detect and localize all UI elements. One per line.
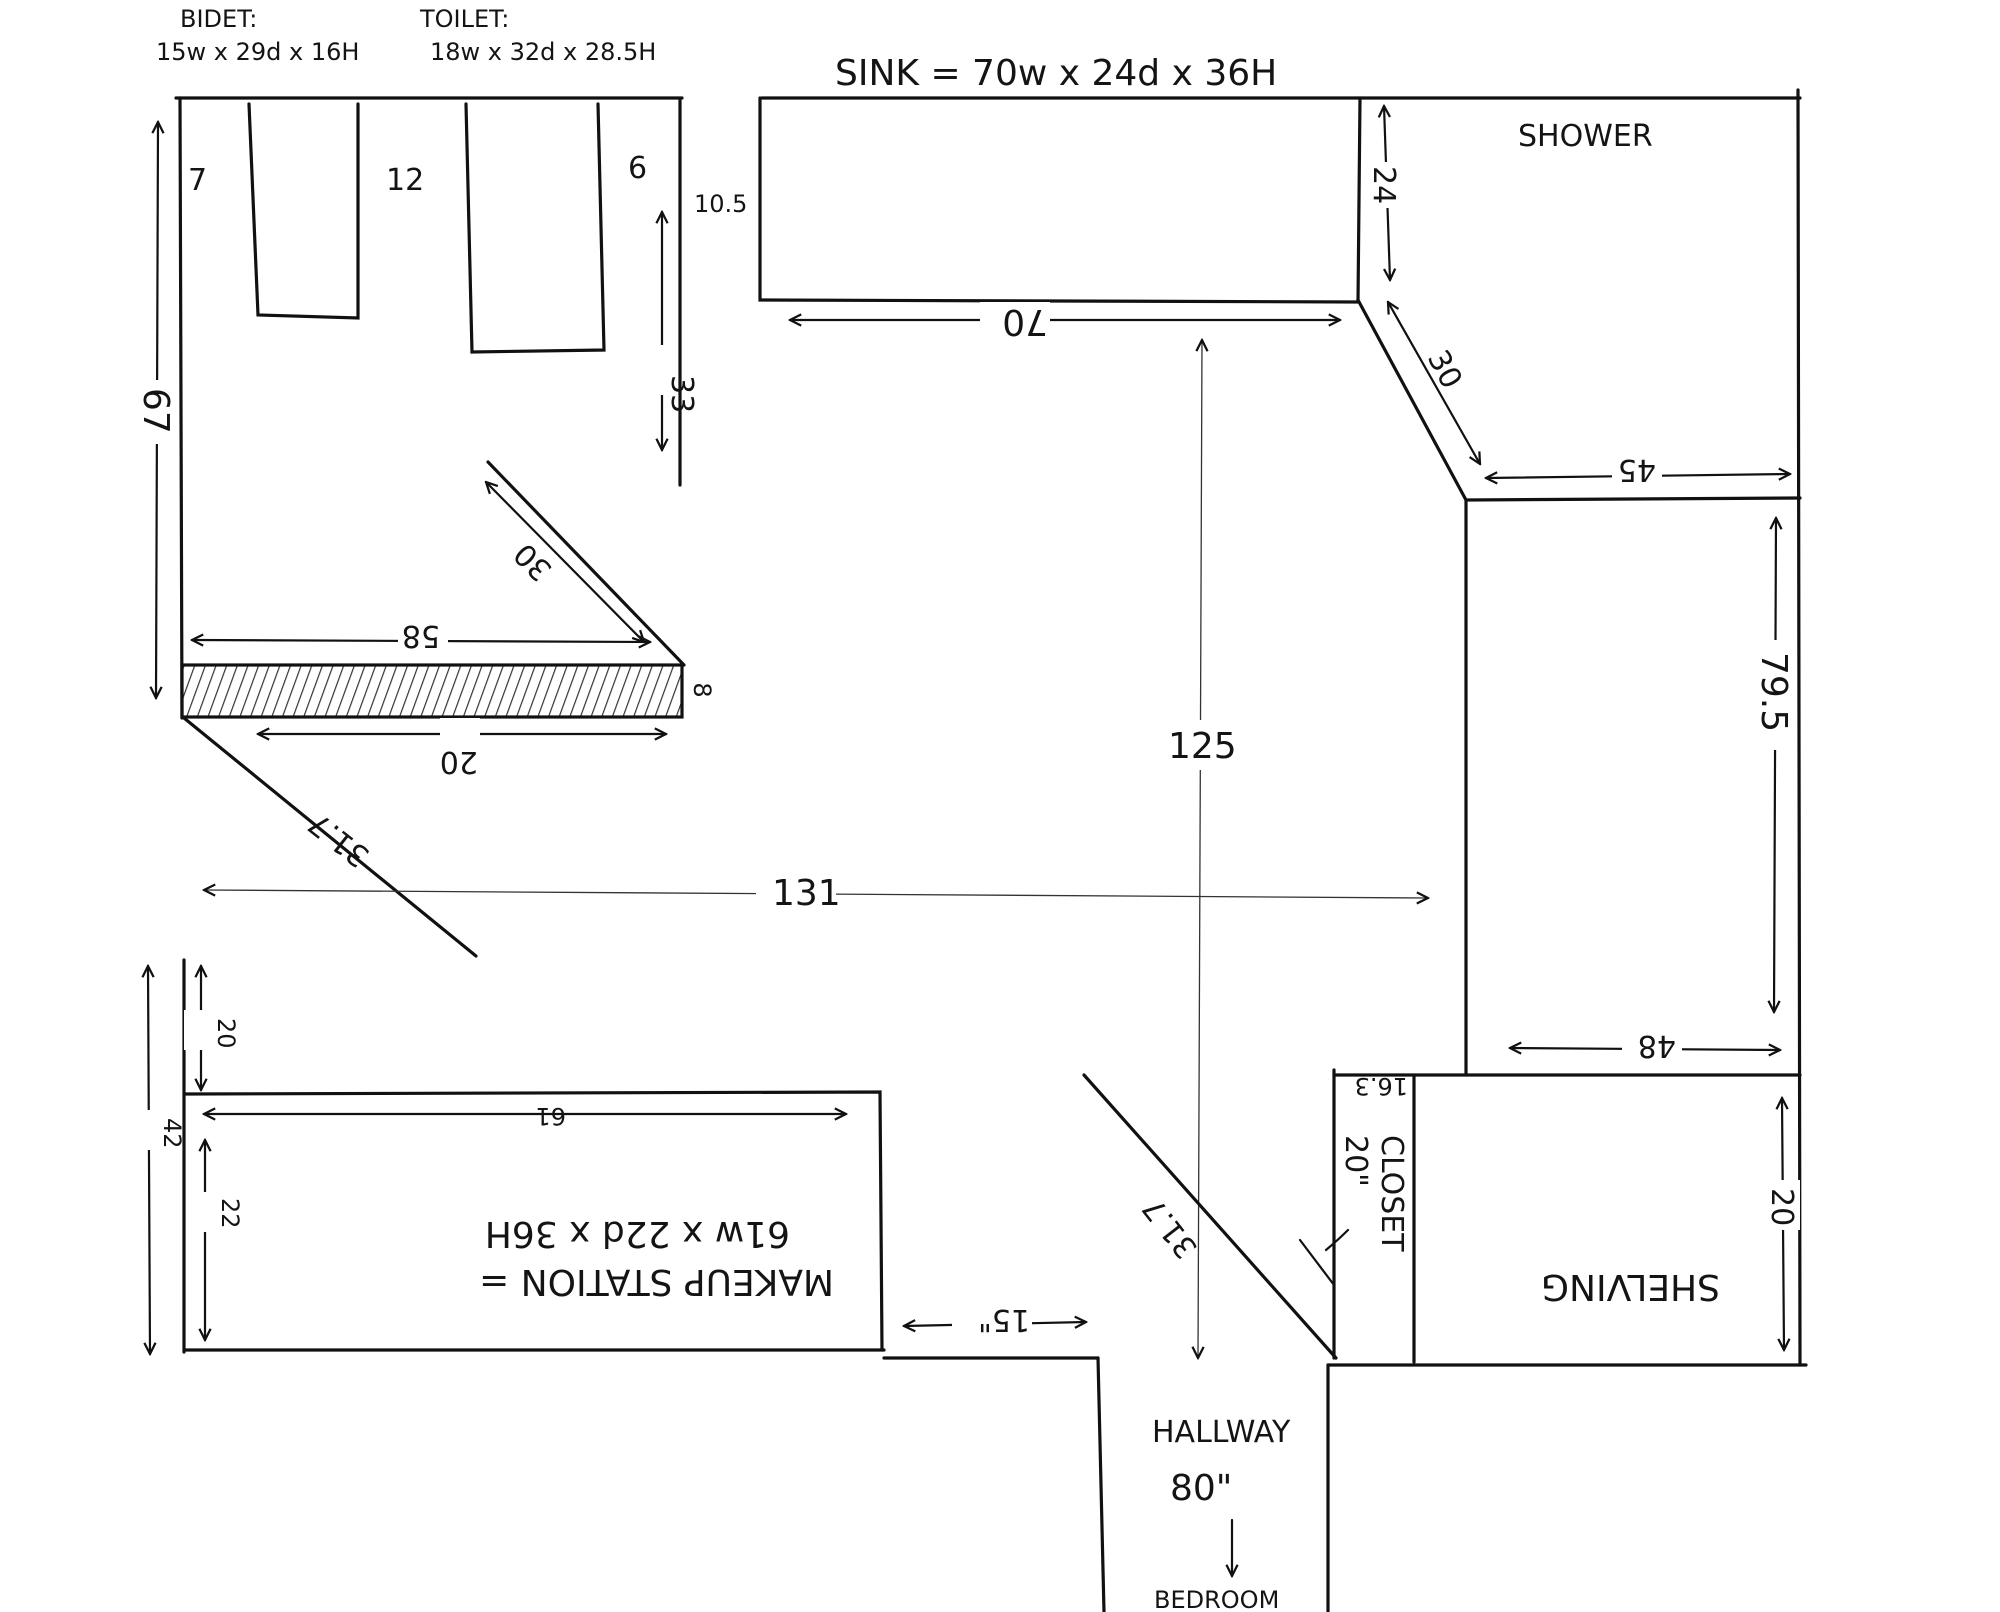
dim-makeup-gap: 20 [212,1018,240,1049]
bench [180,663,684,719]
door-swing-line [1082,1073,1338,1360]
dim-corner-diag-left: 31.7 [302,805,376,874]
dim-room-length: 125 [1168,726,1237,767]
dim-shower-width: 45 [1618,452,1656,487]
closet-width: 20" [1338,1135,1373,1187]
dim-shelving-depth: 20 [1764,1188,1799,1226]
closet-door-swing [1298,1228,1350,1287]
room-length-arrow [1198,340,1202,1358]
bidet-title: BIDET: [180,5,257,33]
dim-wall-stub: 10.5 [694,190,747,218]
dim-sink-depth: 24 [1366,166,1401,204]
makeup-dims: 61w x 22d x 36H [485,1213,790,1254]
shower-diag-arrow [1388,302,1480,464]
hallway-left-wall [1096,1356,1106,1612]
toilet-dims: 18w x 32d x 28.5H [430,38,656,66]
bidet-toilet-area: BIDET: 15w x 29d x 16H TOILET: 18w x 32d… [156,5,747,450]
hallway-width: 80" [1170,1468,1232,1509]
bedroom-label: BEDROOM [1154,1586,1279,1612]
dim-makeup-width: 61 [535,1102,566,1130]
dim-bench-inner: 20 [440,744,478,779]
dim-toilet-right-gap: 6 [628,151,647,186]
dim-sink-width: 70 [1002,301,1048,342]
shower-right-arrow [1774,518,1776,1012]
dim-makeup-depth: 22 [216,1198,244,1229]
dim-bench-length: 58 [402,618,440,653]
dim-left-wall: 67 [135,388,176,434]
dim-bidet-toilet-gap: 12 [386,163,424,198]
sink-area: SINK = 70w x 24d x 36H 70 24 [758,53,1402,342]
shelving-label: SHELVING [1541,1266,1720,1307]
dim-room-width: 131 [772,873,841,914]
dim-bidet-left-gap: 7 [188,163,207,198]
hallway-area: HALLWAY 80" BEDROOM [1152,1415,1291,1612]
diag-wall-dim-arrow [486,482,644,642]
shower-label: SHOWER [1518,119,1653,154]
walls [174,88,1808,1612]
dim-makeup-total: 42 [158,1118,186,1149]
makeup-total-arrow [148,966,150,1354]
hallway-label: HALLWAY [1152,1415,1291,1450]
sink-label: SINK = 70w x 24d x 36H [835,53,1277,94]
left-corner-diagonal [182,716,478,958]
makeup-station-area: 20 61 22 42 MAKEUP STATION = 61w x 22d x… [132,958,884,1354]
dim-door-gap: 15" [978,1302,1030,1337]
closet-label: CLOSET [1374,1135,1409,1252]
dim-shower-bottom: 48 [1638,1028,1676,1063]
shower-diagonal-wall [1356,298,1468,502]
dim-closet-depth: 16.3 [1355,1072,1408,1100]
bidet-shape [247,102,360,320]
makeup-label: MAKEUP STATION = [479,1261,834,1302]
dim-diag-wall-top: 30 [507,536,559,588]
dim-door-diag: 31.7 [1136,1191,1205,1265]
dim-bench-depth: 8 [688,682,716,697]
bidet-dims: 15w x 29d x 16H [156,38,359,66]
sink [758,96,1362,304]
toilet-shape [464,102,606,354]
left-wall-upper [178,96,184,720]
bench-area: 30 58 8 20 [180,460,716,779]
dim-shower-diag: 30 [1420,344,1469,394]
dim-shower-right: 79.5 [1753,652,1794,732]
dim-toilet-depth: 33 [664,375,699,413]
closet-shelving-area: 16.3 CLOSET 20" SHELVING 20 [1298,1068,1802,1364]
toilet-title: TOILET: [419,5,509,33]
right-wall [1796,88,1802,1367]
makeup-station [184,1090,884,1352]
shower-area: SHOWER 30 45 79.5 48 [1356,119,1802,1077]
shower-bottom-wall [1464,496,1802,502]
